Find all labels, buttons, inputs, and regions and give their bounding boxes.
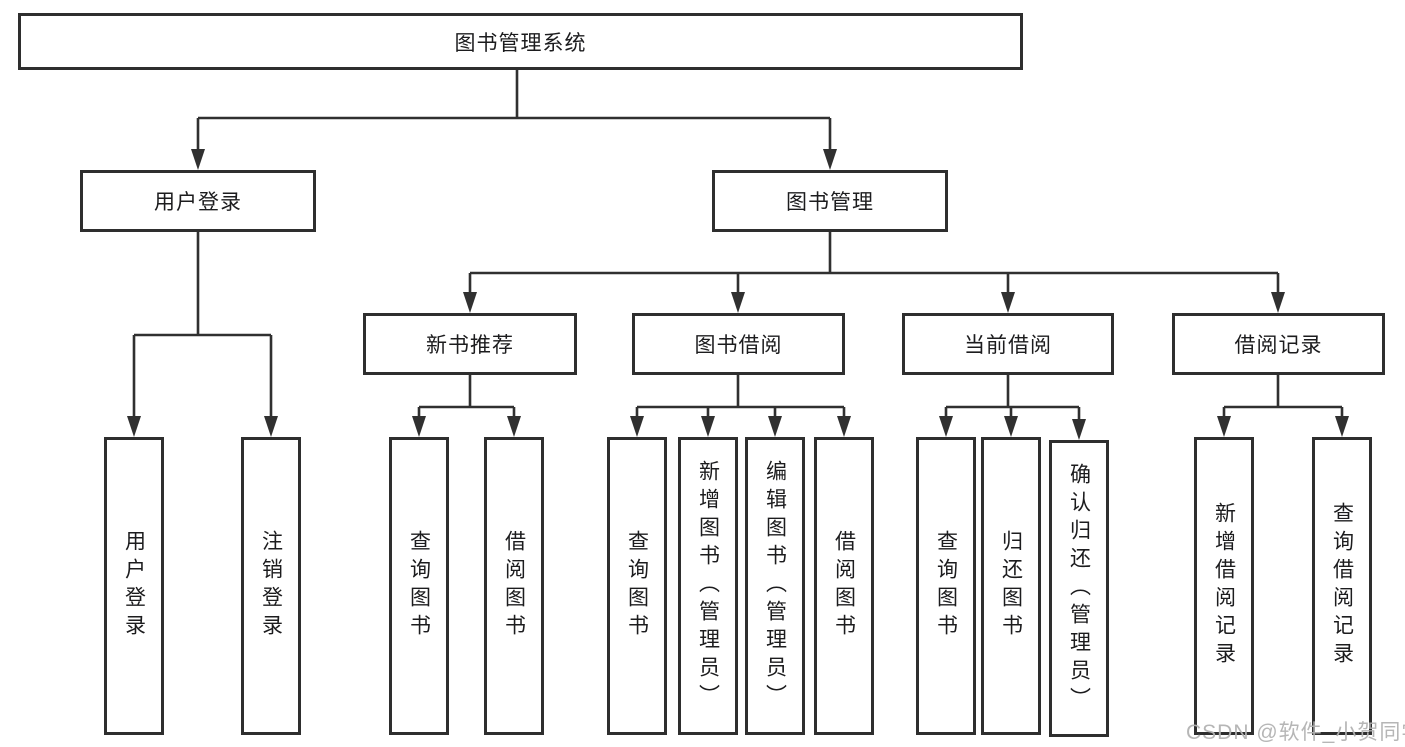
- arrow-icon: [768, 416, 782, 437]
- arrow-icon: [837, 416, 851, 437]
- leaf-query-book-2-label: 查询图书: [625, 530, 649, 642]
- connector-borrow-records: [1222, 375, 1344, 421]
- leaf-return-book: 归还图书: [981, 437, 1041, 735]
- leaf-query-book-1: 查询图书: [389, 437, 449, 735]
- arrow-icon: [731, 292, 745, 313]
- node-book-borrow-label: 图书借阅: [694, 334, 783, 357]
- node-root-label: 图书管理系统: [454, 31, 587, 55]
- leaf-query-book-1-label: 查询图书: [407, 530, 431, 642]
- arrow-icon: [191, 149, 205, 170]
- leaf-return-book-label: 归还图书: [999, 530, 1023, 642]
- leaf-user-login-label: 用户登录: [122, 530, 146, 642]
- connector-book-management: [468, 232, 1280, 295]
- connector-book-borrow: [635, 375, 846, 421]
- arrow-icon: [823, 149, 837, 170]
- leaf-query-borrow-record: 查询借阅记录: [1312, 437, 1372, 735]
- leaf-logout-label: 注销登录: [259, 530, 283, 642]
- connector-root: [196, 70, 832, 150]
- node-borrow-records-label: 借阅记录: [1234, 334, 1323, 357]
- leaf-user-login: 用户登录: [104, 437, 164, 735]
- leaf-query-book-3-label: 查询图书: [934, 530, 958, 642]
- leaf-borrow-book-2: 借阅图书: [814, 437, 874, 735]
- connector-new-book-recommend: [417, 375, 516, 421]
- leaf-borrow-book-1: 借阅图书: [484, 437, 544, 735]
- arrow-icon: [939, 416, 953, 437]
- node-new-book-recommend: 新书推荐: [363, 313, 577, 375]
- arrow-icon: [630, 416, 644, 437]
- arrow-icon: [127, 416, 141, 437]
- leaf-add-borrow-record-label: 新增借阅记录: [1212, 502, 1236, 670]
- arrow-icon: [1335, 416, 1349, 437]
- node-user-login: 用户登录: [80, 170, 316, 232]
- csdn-watermark: CSDN @软件_小贺同学: [1186, 721, 1405, 744]
- leaf-add-book-admin: 新增图书（管理员）: [678, 437, 738, 735]
- arrow-icon: [1217, 416, 1231, 437]
- connector-current-borrow: [944, 375, 1081, 424]
- node-user-login-label: 用户登录: [154, 191, 242, 214]
- node-book-management: 图书管理: [712, 170, 948, 232]
- leaf-logout: 注销登录: [241, 437, 301, 735]
- arrow-icon: [1271, 292, 1285, 313]
- arrow-icon: [507, 416, 521, 437]
- node-book-borrow: 图书借阅: [632, 313, 845, 375]
- node-new-book-recommend-label: 新书推荐: [426, 334, 514, 357]
- leaf-query-borrow-record-label: 查询借阅记录: [1330, 502, 1354, 670]
- leaf-query-book-3: 查询图书: [916, 437, 976, 735]
- connector-user-login: [132, 232, 273, 419]
- leaf-edit-book-admin-label: 编辑图书（管理员）: [763, 460, 787, 712]
- arrowheads: [127, 149, 1349, 440]
- node-current-borrow-label: 当前借阅: [964, 334, 1052, 357]
- arrow-icon: [463, 292, 477, 313]
- arrow-icon: [1001, 292, 1015, 313]
- node-current-borrow: 当前借阅: [902, 313, 1114, 375]
- leaf-query-book-2: 查询图书: [607, 437, 667, 735]
- arrow-icon: [412, 416, 426, 437]
- leaf-confirm-return-admin: 确认归还（管理员）: [1049, 440, 1109, 737]
- arrow-icon: [1072, 419, 1086, 440]
- leaf-borrow-book-1-label: 借阅图书: [502, 530, 526, 642]
- leaf-add-book-admin-label: 新增图书（管理员）: [696, 460, 720, 712]
- leaf-confirm-return-admin-label: 确认归还（管理员）: [1067, 462, 1091, 715]
- arrow-icon: [701, 416, 715, 437]
- node-borrow-records: 借阅记录: [1172, 313, 1385, 375]
- node-book-management-label: 图书管理: [786, 191, 874, 214]
- leaf-add-borrow-record: 新增借阅记录: [1194, 437, 1254, 735]
- node-root: 图书管理系统: [18, 13, 1023, 70]
- leaf-borrow-book-2-label: 借阅图书: [832, 530, 856, 642]
- arrow-icon: [1004, 416, 1018, 437]
- arrow-icon: [264, 416, 278, 437]
- leaf-edit-book-admin: 编辑图书（管理员）: [745, 437, 805, 735]
